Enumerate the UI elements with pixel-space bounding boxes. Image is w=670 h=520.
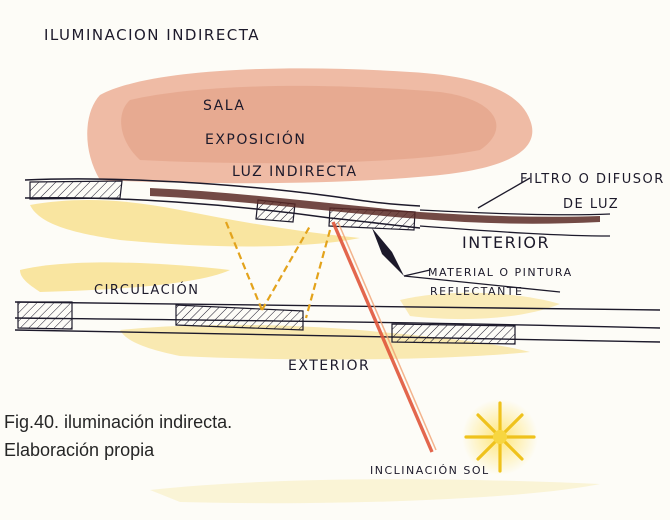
label-interior: INTERIOR <box>462 233 550 252</box>
circulation-light-wash <box>20 262 230 292</box>
label-exposicion: EXPOSICIÓN <box>205 130 306 148</box>
sun-icon <box>462 399 538 475</box>
right-light-wash <box>400 292 560 320</box>
label-luz-indirecta: LUZ INDIRECTA <box>232 164 358 180</box>
label-sala: SALA <box>203 98 245 114</box>
ground-light-wash <box>150 479 600 504</box>
label-exterior: EXTERIOR <box>288 358 370 374</box>
exhibition-room-wash-inner <box>121 85 497 164</box>
sun-ray-edge <box>337 221 437 451</box>
leader-lines <box>403 177 561 293</box>
exhibition-room-wash <box>87 68 533 184</box>
reflective-material <box>372 228 404 276</box>
label-circulacion: CIRCULACIÓN <box>94 282 199 298</box>
label-material: MATERIAL O PINTURA <box>428 266 573 279</box>
lower-slab <box>14 301 661 345</box>
diagram-title: ILUMINACION INDIRECTA <box>44 26 260 44</box>
label-reflectante: REFLECTANTE <box>430 285 523 298</box>
figure-caption: Fig.40. iluminación indirecta. <box>4 412 233 432</box>
sun-ray <box>331 221 434 453</box>
interior-light-wash <box>30 199 360 247</box>
light-filter-band <box>150 188 600 224</box>
label-de-luz: DE LUZ <box>563 197 619 212</box>
label-inclinacion: INCLINACIÓN SOL <box>370 464 490 477</box>
reflected-light-rays <box>224 221 332 319</box>
label-filtro: FILTRO O DIFUSOR <box>520 172 665 187</box>
upper-slab <box>24 178 611 237</box>
figure-caption-credit: Elaboración propia <box>4 440 155 460</box>
